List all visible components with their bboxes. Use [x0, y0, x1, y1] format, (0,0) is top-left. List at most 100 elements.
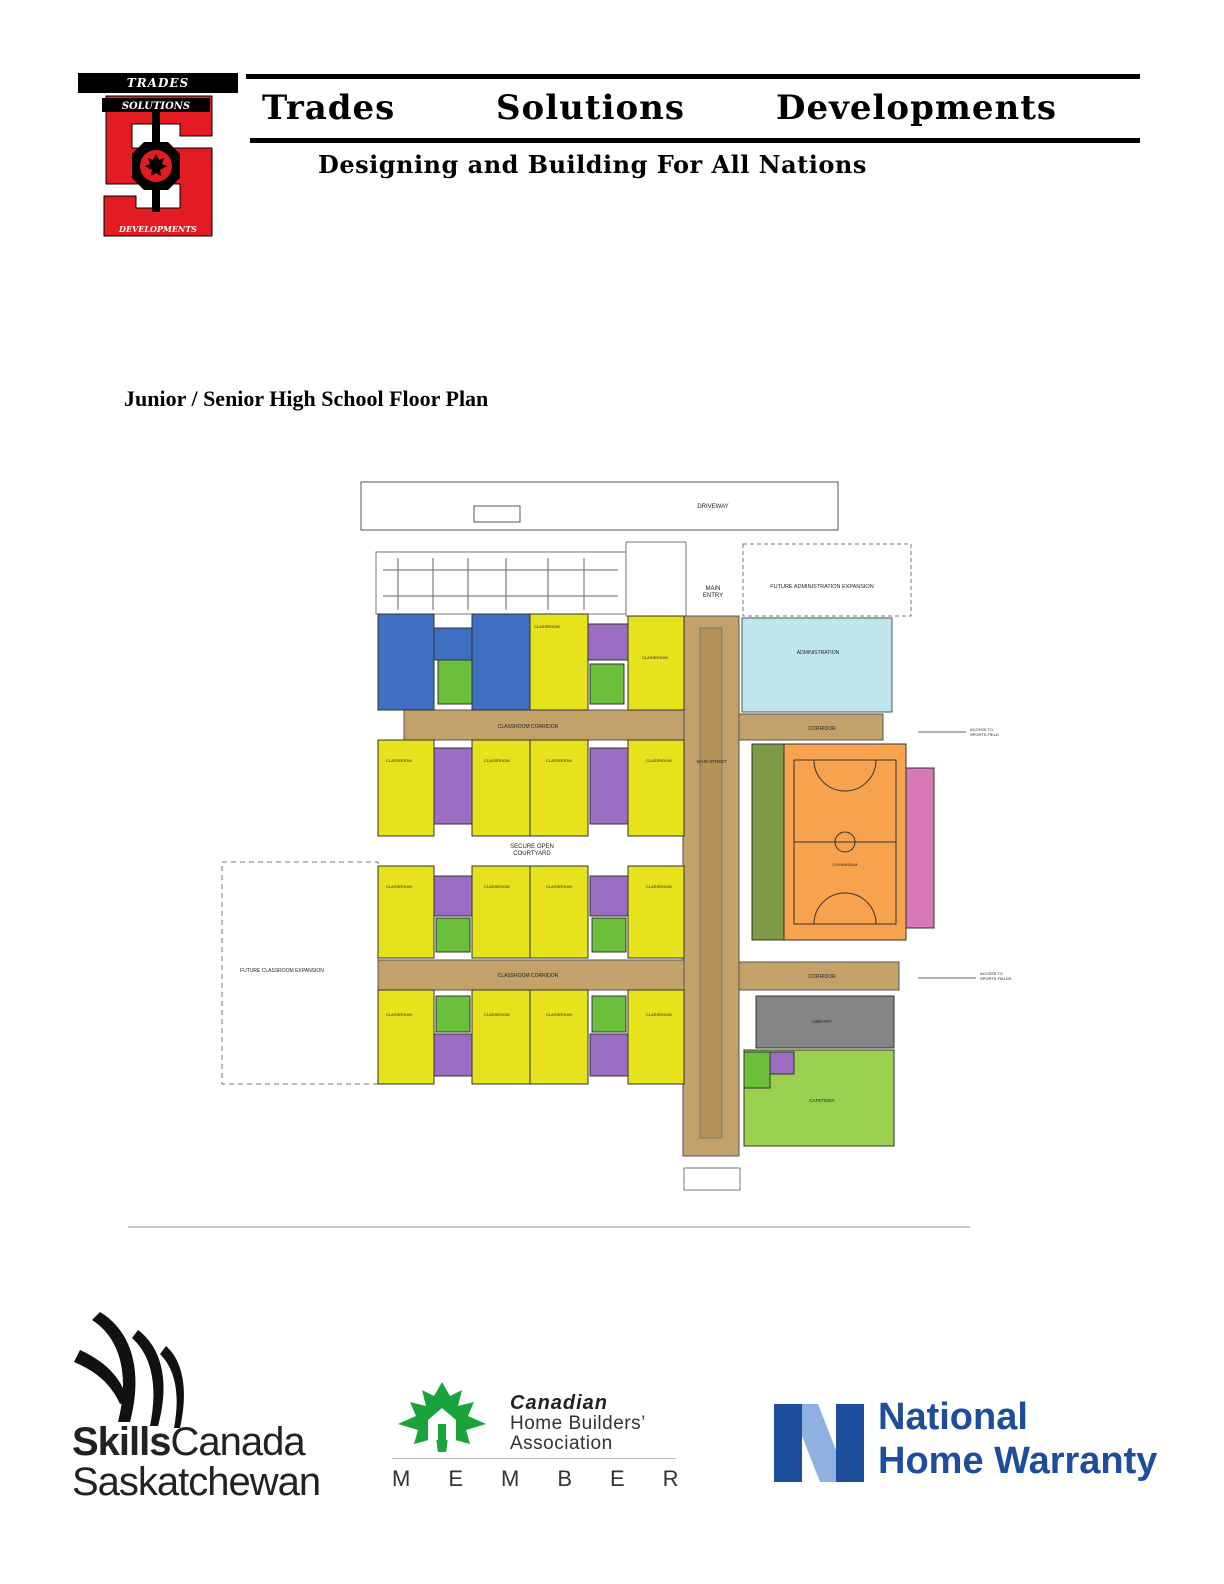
classroom-r3-2-label: CLASSROOM [484, 884, 510, 889]
classroom-r4-2 [471, 989, 531, 1085]
nhw-logo-mark [774, 1404, 864, 1482]
classroom-top-2-label: CLASSROOM [642, 655, 668, 660]
classroom-r3-1-label: CLASSROOM [386, 884, 412, 889]
gym-court-lines [793, 759, 897, 925]
chba-line3: Association [510, 1433, 613, 1454]
corridor-label-1: CORRIDOR [808, 726, 836, 732]
future-admin-area [742, 543, 912, 617]
nhw-line2: Home Warranty [878, 1440, 1158, 1482]
classroom-r4-3 [529, 989, 589, 1085]
classroom-r3-2 [471, 865, 531, 959]
company-word-developments: Developments [776, 88, 1058, 128]
classroom-r4-3-label: CLASSROOM [546, 1012, 572, 1017]
cafeteria-label: CAFETERIA [809, 1098, 834, 1103]
divider [128, 1226, 970, 1228]
classroom-corridor-lower [377, 959, 685, 991]
tagline: Designing and Building For All Nations [318, 150, 867, 179]
header-rule-top [246, 74, 1140, 79]
parking-lot [375, 551, 627, 615]
classroom-r3-3-label: CLASSROOM [546, 884, 572, 889]
future-classroom-label: FUTURE CLASSROOM EXPANSION [240, 968, 324, 974]
corridor-lower [738, 961, 900, 991]
access-sports-field-1: ACCESS TO SPORTS FIELD [970, 727, 999, 737]
classroom-corridor-label-1: CLASSROOM CORRIDOR [498, 724, 559, 730]
purple-room-r3-1 [433, 875, 473, 917]
main-entry-label-2: ENTRY [703, 593, 723, 599]
classroom-r2-2 [471, 739, 531, 837]
classroom-top-1 [529, 613, 589, 711]
svg-text:ACCESS TO: ACCESS TO [970, 727, 993, 732]
classroom-r3-4 [627, 865, 685, 959]
courtyard-label-2: COURTYARD [513, 851, 551, 857]
purple-room-r2-1 [433, 747, 473, 825]
svg-text:SPORTS FIELDS: SPORTS FIELDS [980, 976, 1012, 981]
classroom-corridor-label-2: CLASSROOM CORRIDOR [498, 973, 559, 979]
main-entry-label-1: MAIN [706, 586, 721, 592]
pink-rooms [905, 767, 935, 929]
classroom-r2-4-label: CLASSROOM [646, 758, 672, 763]
corridor-upper [738, 713, 884, 741]
maple-leaf-house-icon [398, 1382, 486, 1452]
purple-room-r4-2 [589, 1033, 629, 1077]
classroom-r4-1-label: CLASSROOM [386, 1012, 412, 1017]
chba-line2: Home Builders’ [510, 1413, 646, 1434]
administration-room [741, 617, 893, 713]
future-admin-label: FUTURE ADMINISTRATION EXPANSION [770, 584, 873, 590]
purple-room-cafe [769, 1051, 795, 1075]
access-sports-field-2: ACCESS TO SPORTS FIELDS [980, 971, 1012, 981]
header-rule-bottom [250, 138, 1140, 143]
parking-stalls [383, 558, 618, 610]
classroom-r2-3 [529, 739, 589, 837]
green-room-r4-2 [591, 995, 627, 1033]
classroom-r3-1 [377, 865, 435, 959]
page-title: Junior / Senior High School Floor Plan [124, 386, 489, 411]
purple-room-top [587, 623, 629, 661]
company-word-trades: Trades [262, 88, 396, 128]
chba-line1: Canadian [510, 1392, 609, 1414]
nhw-line1: National [878, 1396, 1028, 1438]
classroom-r2-1 [377, 739, 435, 837]
green-room-cafe [743, 1051, 771, 1089]
library-label: LIBRARY [812, 1019, 831, 1024]
blue-room-2 [433, 627, 473, 661]
classroom-r2-4 [627, 739, 685, 837]
logo-bottom-text: DEVELOPMENTS [118, 224, 197, 234]
classroom-r3-3 [529, 865, 589, 959]
classroom-r2-2-label: CLASSROOM [484, 758, 510, 763]
floor-plan: DRIVEWAY MAIN ENTRY FUTURE ADMINISTRATIO… [221, 481, 1012, 1191]
green-room-r3-1 [435, 917, 471, 953]
classroom-r4-2-label: CLASSROOM [484, 1012, 510, 1017]
classroom-r4-1 [377, 989, 435, 1085]
svg-text:SPORTS FIELD: SPORTS FIELD [970, 732, 999, 737]
classroom-r4-4 [627, 989, 685, 1085]
skills-canada-logo [74, 1312, 184, 1428]
classroom-r4-4-label: CLASSROOM [646, 1012, 672, 1017]
south-entry-steps [683, 1167, 741, 1191]
classroom-top-1-label: CLASSROOM [534, 624, 560, 629]
driveway-label: DRIVEWAY [697, 504, 728, 510]
library [755, 995, 895, 1049]
logo-top-band: TRADES [78, 73, 238, 93]
classroom-r2-3-label: CLASSROOM [546, 758, 572, 763]
chba-member: MEMBER [392, 1466, 717, 1491]
driveway-area [360, 481, 839, 531]
green-room-r3-2 [591, 917, 627, 953]
classroom-top-2 [627, 615, 685, 711]
blue-room-3 [471, 613, 531, 711]
company-logo: SOLUTIONS DEVELOPMENTS [102, 95, 213, 237]
purple-room-r2-2 [589, 747, 629, 825]
courtyard-label-1: SECURE OPEN [510, 844, 554, 850]
green-room-r4-1 [435, 995, 471, 1033]
logo-mid-text: SOLUTIONS [122, 101, 190, 112]
green-room-top-1 [437, 659, 473, 705]
classroom-r3-4-label: CLASSROOM [646, 884, 672, 889]
bus-icon [473, 505, 521, 523]
green-room-top-2 [589, 663, 625, 705]
corridor-label-2: CORRIDOR [808, 974, 836, 980]
entry-plaza [625, 541, 687, 617]
administration-label: ADMINISTRATION [797, 650, 840, 656]
purple-room-r3-2 [589, 875, 629, 917]
svg-text:ACCESS TO: ACCESS TO [980, 971, 1003, 976]
gym-label: GYMNASIUM [833, 862, 858, 867]
classroom-r2-1-label: CLASSROOM [386, 758, 412, 763]
